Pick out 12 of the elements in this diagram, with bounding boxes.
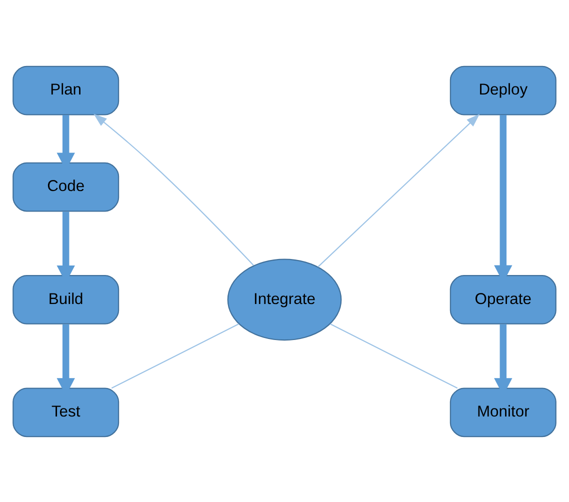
node-box: Code [12,162,120,212]
arrow [318,113,480,267]
node-box: Build [12,274,120,324]
node-box: Plan [12,65,120,115]
node-box: Deploy [450,65,556,115]
arrow [94,113,254,266]
node-box: Operate [450,274,556,324]
node-ellipse: Integrate [227,258,342,340]
node-box: Test [12,387,120,437]
node-box: Monitor [450,387,556,437]
connector [111,323,239,388]
connector [330,323,458,388]
